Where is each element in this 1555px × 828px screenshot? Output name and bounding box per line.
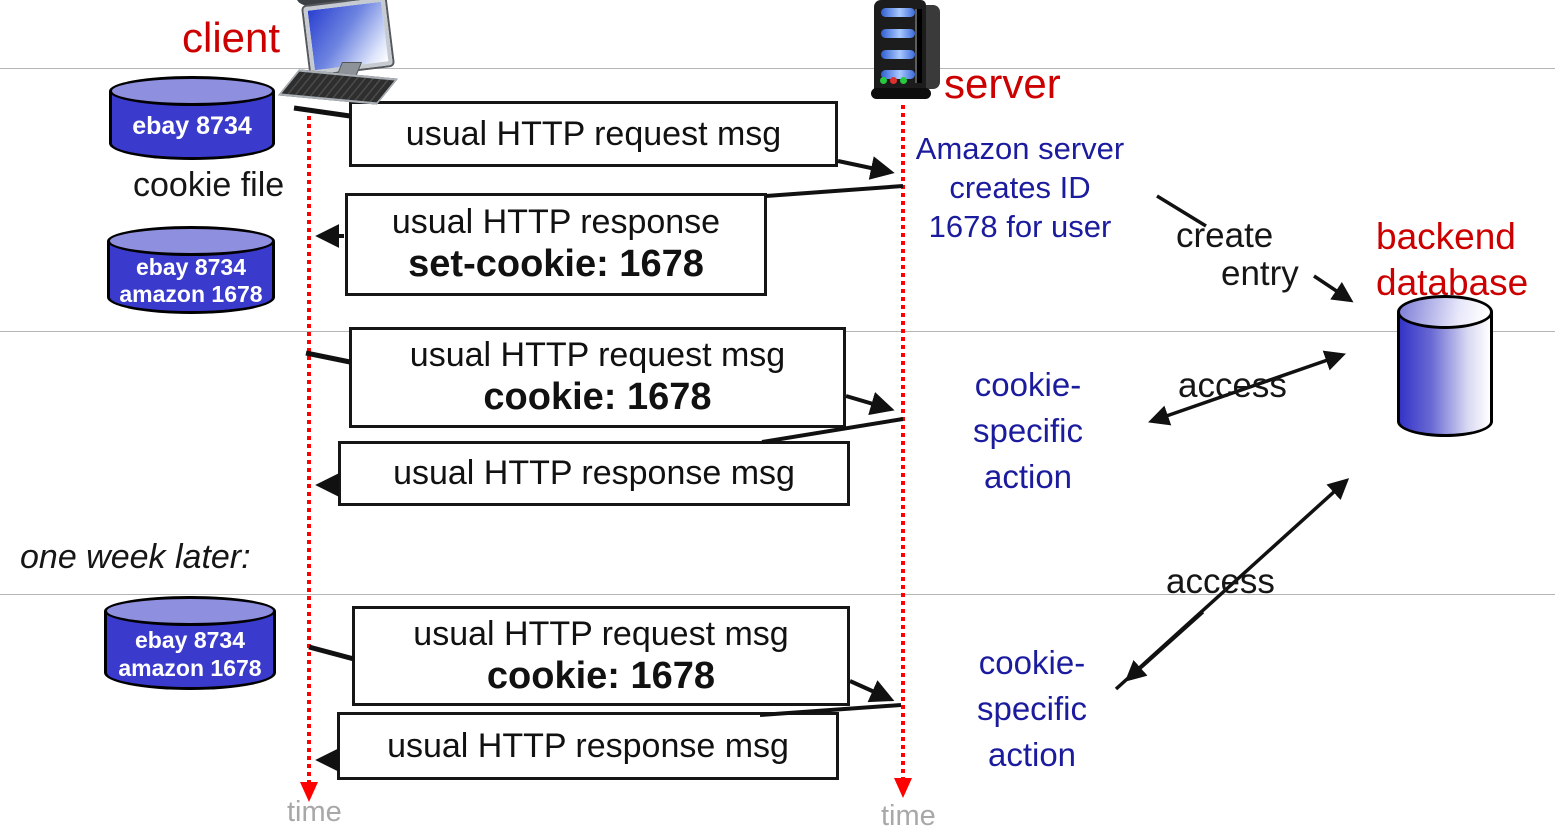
server-led-green	[900, 77, 907, 84]
access-label-bottom: access	[1166, 562, 1275, 601]
client-label: client	[182, 14, 281, 61]
cookie-action-line: action	[983, 458, 1073, 495]
cookie-action-line: action	[987, 736, 1077, 773]
amazon-note-line: 1678 for user	[928, 209, 1112, 244]
server-slot	[915, 9, 922, 83]
msg-text-bold: set-cookie: 1678	[408, 243, 704, 286]
msg-http-request-1: usual HTTP request msg	[349, 101, 838, 167]
msg-http-response-1: usual HTTP response msg	[338, 441, 850, 506]
server-label: server	[944, 60, 1061, 107]
client-connector-1	[293, 105, 351, 119]
server-base	[871, 88, 931, 99]
msg-http-request-cookie-2: usual HTTP request msg cookie: 1678	[352, 606, 850, 706]
amazon-note: Amazon server creates ID 1678 for user	[898, 129, 1142, 246]
amazon-note-line: creates ID	[949, 170, 1091, 205]
msg-text: usual HTTP request msg	[409, 336, 786, 375]
amazon-note-line: Amazon server	[915, 131, 1125, 166]
client-timeline-arrowhead	[300, 782, 318, 802]
slide-rule-line	[0, 594, 1555, 595]
cookie-action-note-top: cookie- specific action	[938, 362, 1118, 500]
request-arrow-3	[849, 679, 895, 703]
create-entry-arrow	[1313, 274, 1354, 303]
cylinder-body	[1397, 312, 1493, 437]
cookie-action-line: specific	[976, 690, 1088, 727]
keyboard-icon	[278, 69, 398, 105]
server-led-red	[890, 77, 897, 84]
cylinder-top	[1397, 295, 1493, 329]
cookie-action-note-bottom: cookie- specific action	[942, 640, 1122, 778]
msg-text: usual HTTP response msg	[387, 726, 789, 765]
entry-label: entry	[1221, 254, 1299, 293]
server-tower-icon	[871, 0, 940, 100]
cylinder-top	[107, 226, 275, 256]
msg-text: usual HTTP request msg	[413, 614, 789, 653]
access-label-top: access	[1178, 366, 1287, 405]
cookie-action-line: cookie-	[978, 644, 1086, 681]
server-side-panel	[922, 5, 940, 89]
cookie-action-line: cookie-	[974, 366, 1082, 403]
cookie-file-entry: amazon 1678	[118, 655, 262, 681]
cookie-file-entry: ebay 8734	[135, 627, 245, 653]
cookie-file-icon-3: ebay 8734 amazon 1678	[104, 596, 276, 690]
cookie-file-entry: amazon 1678	[119, 281, 263, 307]
slide-rule-line	[0, 68, 1555, 69]
response-line-1	[765, 184, 904, 198]
cookie-file-entry: ebay 8734	[136, 254, 246, 280]
server-timeline-arrowhead	[894, 778, 912, 798]
client-connector-3	[308, 644, 355, 662]
server-time-label: time	[881, 800, 936, 828]
backend-label-line: backend	[1376, 216, 1516, 257]
cookie-file-icon-1: ebay 8734	[109, 76, 275, 160]
msg-http-response-2: usual HTTP response msg	[337, 712, 839, 780]
msg-text: usual HTTP response	[391, 203, 721, 242]
cookie-file-label: cookie file	[133, 166, 285, 204]
server-drive-bay	[881, 70, 915, 79]
server-led-green	[880, 77, 887, 84]
server-drive-bay	[881, 50, 915, 59]
server-drive-bay	[881, 29, 915, 38]
one-week-later-label: one week later:	[20, 538, 251, 576]
msg-text: usual HTTP response msg	[393, 454, 795, 493]
msg-text-bold: cookie: 1678	[486, 654, 716, 697]
database-icon	[1397, 295, 1493, 437]
cookie-file-icon-2: ebay 8734 amazon 1678	[107, 226, 275, 314]
request-arrow-2	[845, 392, 895, 416]
cylinder-top	[104, 596, 276, 626]
client-timeline	[307, 108, 311, 782]
msg-text-bold: cookie: 1678	[483, 376, 712, 419]
request-arrow-1	[837, 156, 895, 180]
cookie-action-line: specific	[972, 412, 1084, 449]
client-connector-2	[305, 350, 351, 365]
msg-text: usual HTTP request msg	[405, 114, 782, 153]
create-label: create	[1176, 216, 1274, 255]
msg-http-request-cookie-1: usual HTTP request msg cookie: 1678	[349, 327, 846, 428]
server-drive-bay	[881, 8, 915, 17]
client-computer-icon	[278, 0, 399, 105]
cylinder-top	[109, 76, 275, 106]
msg-http-response-setcookie: usual HTTP response set-cookie: 1678	[345, 193, 767, 296]
access-arrow-to-action	[1124, 610, 1205, 682]
client-time-label: time	[287, 796, 342, 828]
backend-database-label: backend database	[1376, 214, 1528, 306]
cookie-file-entry: ebay 8734	[132, 112, 252, 140]
